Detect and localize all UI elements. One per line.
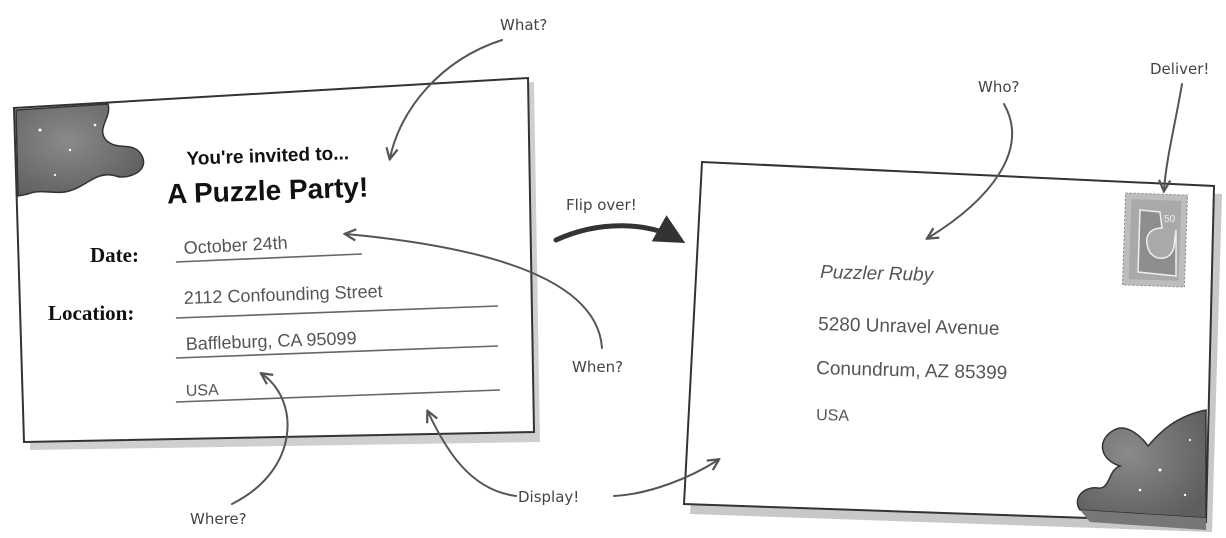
postage-stamp: 50 <box>1121 192 1189 288</box>
label-where: Where? <box>190 510 247 528</box>
address-line-4: USA <box>816 407 850 425</box>
annotations: What? Who? Deliver! Flip over! When? Whe… <box>190 16 1209 528</box>
address-line-3: Conundrum, AZ 85399 <box>816 358 1008 384</box>
label-when: When? <box>572 358 623 376</box>
arrow-when <box>346 234 603 349</box>
invitation-card: You're invited to... A Puzzle Party! Dat… <box>12 76 540 450</box>
label-what: What? <box>500 16 547 34</box>
label-display: Display! <box>518 488 579 506</box>
invite-heading-large: A Puzzle Party! <box>167 172 369 210</box>
label-flip-over: Flip over! <box>566 196 637 214</box>
label-who: Who? <box>978 78 1019 96</box>
puzzle-piece-icon <box>15 103 145 197</box>
location-line-3: USA <box>186 382 220 400</box>
arrow-flip-over <box>553 215 686 243</box>
address-line-1: Puzzler Ruby <box>820 262 935 286</box>
arrow-display-right <box>613 460 718 497</box>
arrow-display-left <box>428 412 517 497</box>
location-label: Location: <box>48 301 134 325</box>
envelope: 50 Puzzler Ruby 5280 Unravel Avenue Conu… <box>682 160 1222 532</box>
arrow-what <box>390 39 503 158</box>
arrow-who <box>928 103 1014 238</box>
puzzle-piece-icon <box>1076 409 1207 519</box>
stamp-value: 50 <box>1164 214 1176 225</box>
address-line-2: 5280 Unravel Avenue <box>818 314 1000 340</box>
date-label: Date: <box>90 243 139 267</box>
arrow-deliver <box>1164 83 1183 190</box>
arrow-where <box>231 374 289 505</box>
label-deliver: Deliver! <box>1150 60 1209 78</box>
